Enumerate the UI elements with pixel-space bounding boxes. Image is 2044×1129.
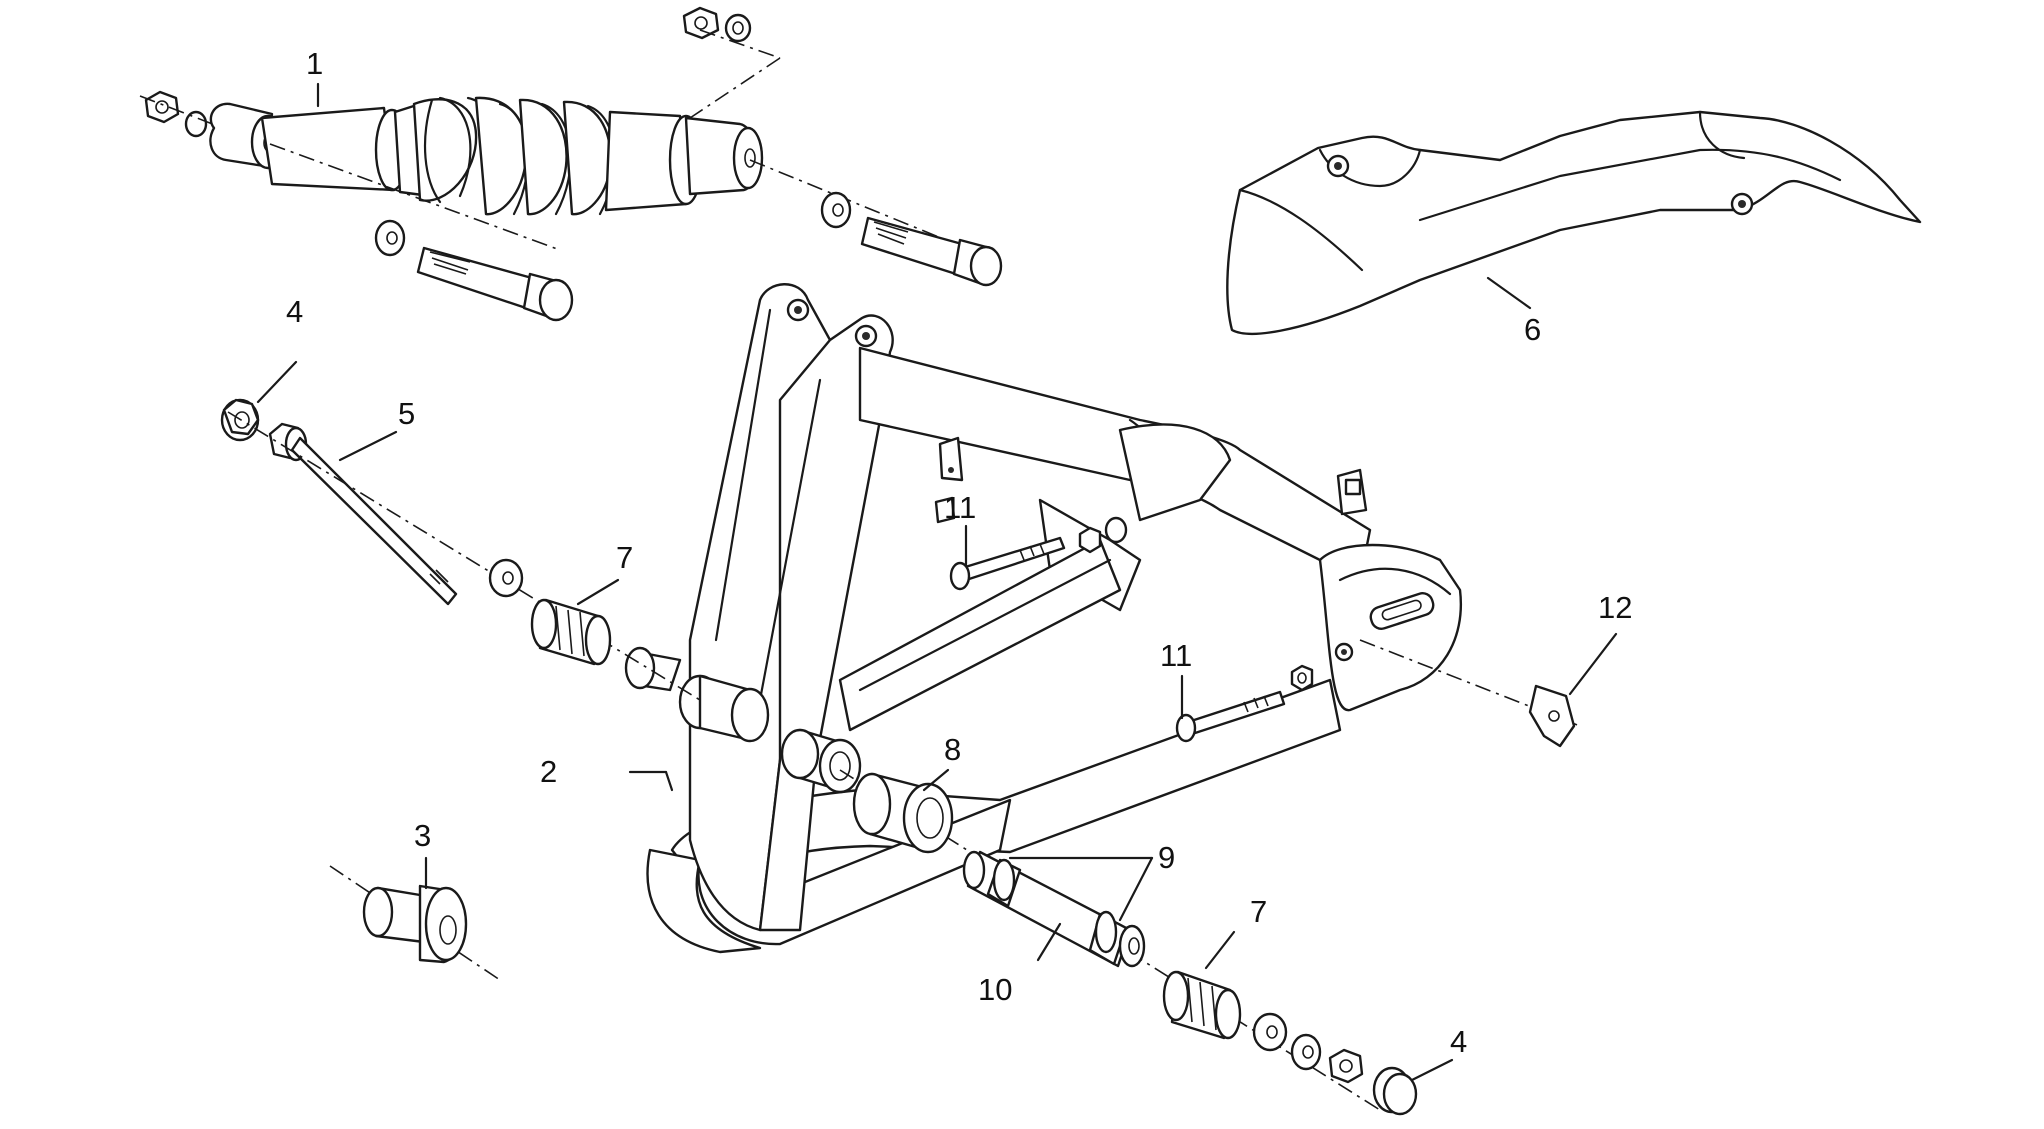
front-bushing: [362, 884, 468, 964]
shock-upper-bolt: [860, 216, 1003, 287]
swingarm-pivot-bolt: [268, 422, 458, 606]
chain-adjuster-bolt-upper: [934, 496, 1128, 591]
callout-8: 8: [944, 732, 961, 767]
shock-absorber: [139, 6, 781, 216]
callout-4-left: 4: [286, 294, 303, 329]
right-pivot-washer: [1252, 1012, 1288, 1052]
callout-11-upper: 11: [944, 490, 976, 525]
callout-5: 5: [398, 396, 415, 431]
callout-9: 9: [1158, 840, 1175, 875]
shock-top-nut: [682, 6, 752, 43]
right-pivot-washer-2: [1290, 1033, 1322, 1071]
callout-labels: 1 2 3 4 5 6 7 8 9 10 7 4 11 11 12: [286, 46, 1632, 1059]
callout-2: 2: [540, 754, 557, 789]
pivot-spacer-large: [852, 772, 954, 854]
chain-adjuster-bolt-lower: [1175, 664, 1314, 743]
callout-1: 1: [306, 46, 323, 81]
shock-spring: [412, 96, 616, 216]
callout-7-left: 7: [616, 540, 633, 575]
right-pivot-nut: [1328, 1048, 1364, 1084]
shock-lower-bolt: [416, 246, 574, 322]
shock-upper-washer: [820, 191, 852, 229]
callout-3: 3: [414, 818, 431, 853]
swingarm: [624, 283, 1463, 954]
pivot-spacer-tube: [962, 850, 1146, 968]
chain-guard: [1226, 110, 1922, 336]
chain-adjuster-plate: [1528, 684, 1576, 748]
callout-7-right: 7: [1250, 894, 1267, 929]
callout-10: 10: [978, 972, 1012, 1007]
callout-leaders: [256, 82, 1618, 1082]
shock-lower-washer: [374, 219, 406, 257]
left-pivot-washer: [488, 558, 524, 598]
callout-4-right: 4: [1450, 1024, 1467, 1059]
callout-12: 12: [1598, 590, 1632, 625]
right-cap: [1372, 1066, 1418, 1116]
callout-11-lower: 11: [1160, 638, 1192, 673]
right-pivot-bushing: [1162, 970, 1242, 1040]
left-pivot-bushing: [530, 598, 612, 666]
shock-left-nut: [144, 90, 208, 138]
callout-6: 6: [1524, 312, 1541, 347]
